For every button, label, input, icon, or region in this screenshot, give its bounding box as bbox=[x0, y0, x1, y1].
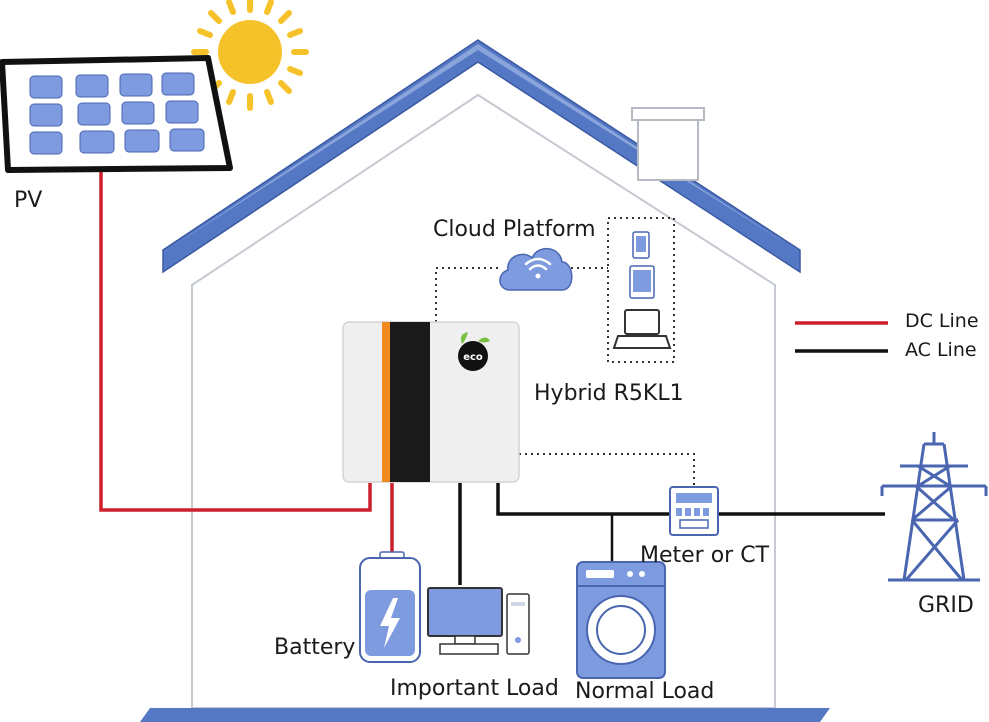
battery-label: Battery bbox=[274, 635, 356, 660]
meter-label: Meter or CT bbox=[640, 543, 770, 568]
inverter-display-panel bbox=[390, 322, 430, 482]
inverter-body bbox=[342, 321, 520, 483]
tablet-icon bbox=[629, 265, 655, 299]
comm-line-cloud bbox=[435, 267, 500, 322]
dc-lines bbox=[99, 172, 394, 555]
legend-ac-line-label: AC Line bbox=[905, 339, 977, 361]
normal-load-label: Normal Load bbox=[575, 679, 715, 704]
chimney bbox=[637, 117, 699, 181]
chimney-cap bbox=[631, 107, 705, 121]
comm-lines bbox=[435, 217, 695, 488]
important-load-label: Important Load bbox=[390, 676, 559, 701]
sun-icon bbox=[191, 0, 309, 111]
comm-line-meter bbox=[519, 453, 695, 488]
ac-line-grid bbox=[496, 483, 885, 516]
inverter-logo: eco bbox=[458, 332, 490, 371]
dc-line-pv bbox=[99, 172, 372, 512]
wifi-icon bbox=[524, 257, 552, 271]
grid-tower-icon bbox=[880, 432, 988, 582]
pv-label: PV bbox=[14, 188, 43, 213]
cloud-icon bbox=[499, 248, 573, 291]
pv-panel-icon bbox=[0, 55, 233, 173]
computer-icon bbox=[427, 587, 530, 655]
inverter-model-label: Hybrid R5KL1 bbox=[534, 381, 684, 406]
cloud-platform-label: Cloud Platform bbox=[433, 217, 596, 242]
battery-icon bbox=[359, 551, 421, 663]
ac-lines bbox=[458, 483, 885, 585]
washing-machine-icon bbox=[576, 561, 666, 679]
legend-dc-line-label: DC Line bbox=[905, 310, 979, 332]
inverter-accent-stripe bbox=[382, 322, 390, 482]
inverter-logo-text: eco bbox=[463, 352, 483, 363]
phone-icon bbox=[632, 231, 650, 259]
laptop-icon bbox=[612, 309, 672, 349]
devices-box bbox=[607, 217, 675, 363]
meter-icon bbox=[669, 486, 719, 536]
floor bbox=[140, 708, 830, 722]
grid-label: GRID bbox=[918, 593, 974, 618]
inverter: eco bbox=[342, 321, 520, 483]
roof bbox=[162, 39, 801, 274]
